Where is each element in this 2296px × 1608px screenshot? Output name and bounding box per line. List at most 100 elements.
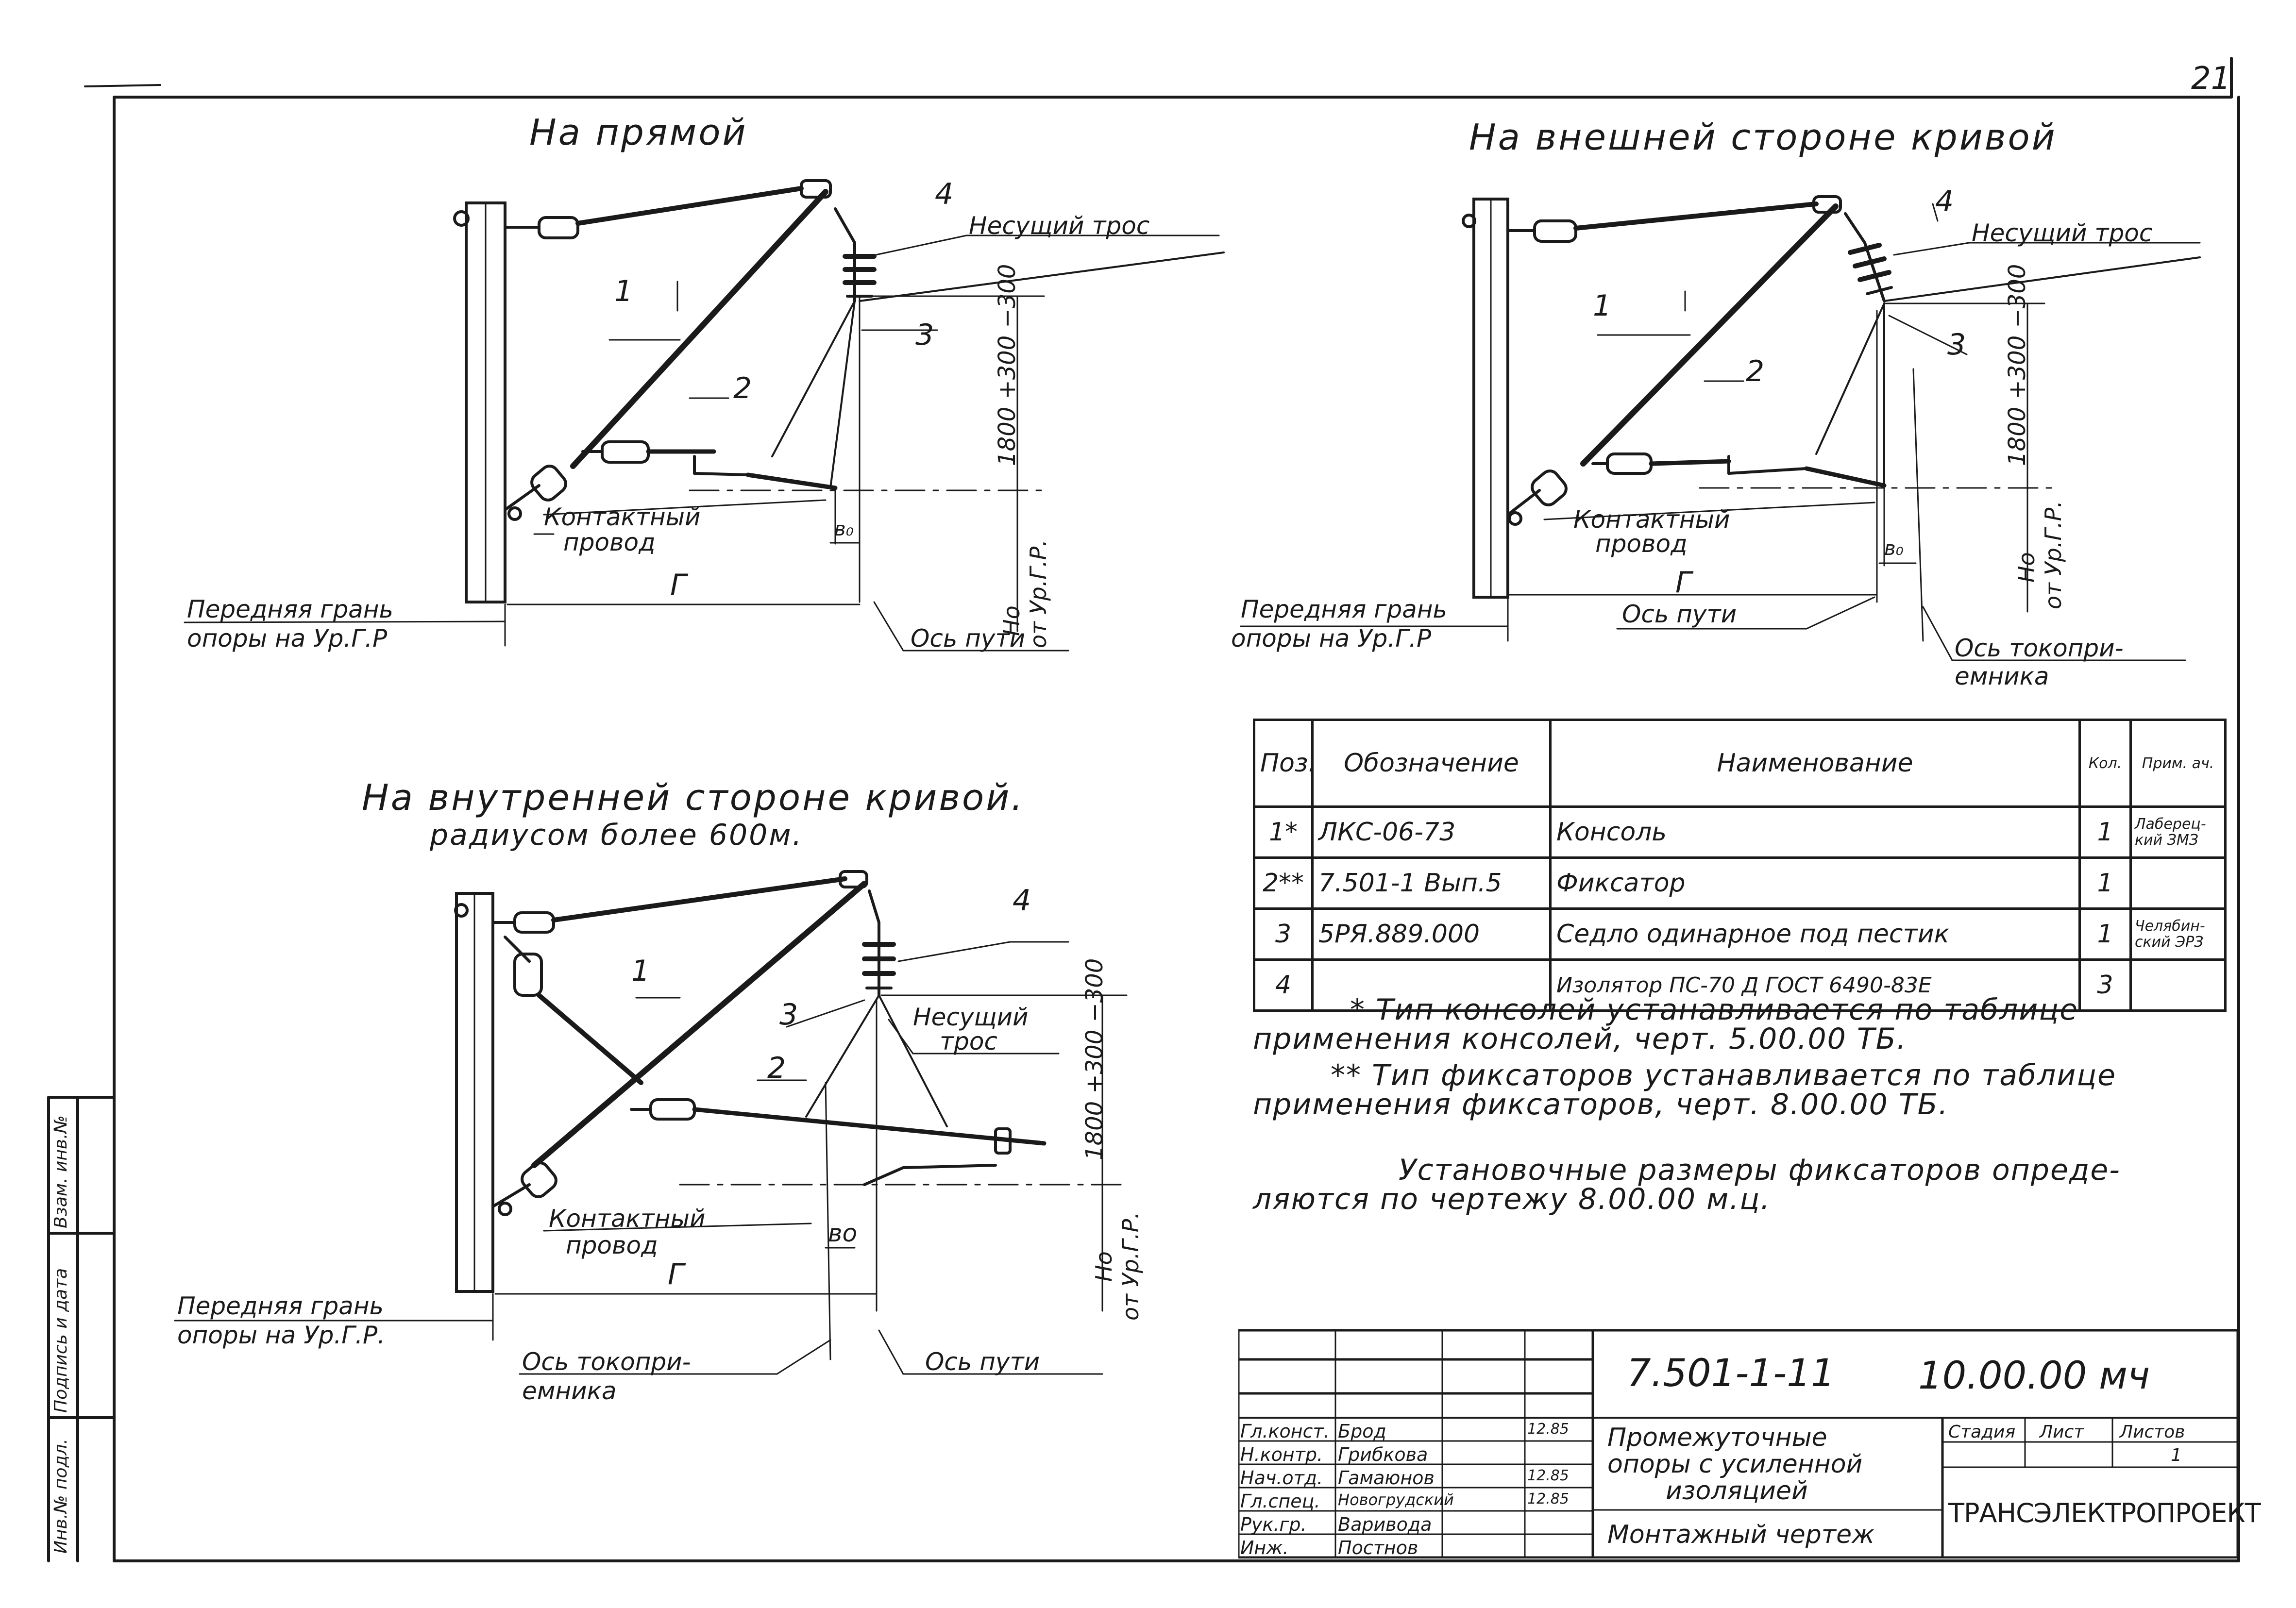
view-outer-curve-title: На внешней стороне кривой	[1469, 117, 2057, 158]
dimension-g: Г	[1675, 566, 1692, 600]
signature-name: Варивода	[1338, 1514, 1432, 1535]
note-installation-dimensions: Установочные размеры фиксаторов опреде- …	[1253, 1156, 2224, 1214]
signature-date: 12.85	[1527, 1491, 1569, 1508]
sheets-count: 1	[2171, 1445, 2182, 1465]
stamp-signature-date: Подпись и дата	[51, 1268, 71, 1413]
track-axis-label: Ось пути	[911, 624, 1026, 653]
note-installation-line-1: Установочные размеры фиксаторов опреде-	[1399, 1153, 2121, 1187]
collector-axis-label: Ось токопри-	[1955, 634, 2124, 662]
contact-wire-label: Контактный	[544, 503, 701, 531]
spec-cell-pos: 4	[1253, 958, 1314, 1012]
spec-header-qty: Кол.	[2078, 719, 2132, 808]
pole-front-face-label: Передняя грань	[1241, 595, 1447, 623]
spec-header-note: Прим. ач.	[2129, 719, 2227, 808]
note-consoles-line-2: применения консолей, черт. 5.00.00 ТБ.	[1253, 1022, 1907, 1056]
collector-axis-label: Ось токопри-	[522, 1348, 691, 1376]
spec-cell-qty: 1	[2078, 907, 2132, 961]
spec-cell-name: Изолятор ПС-70 Д ГОСТ 6490-83Е	[1549, 958, 2081, 1012]
collector-axis-label-2: емника	[1955, 662, 2049, 690]
document-code: 7.501-1-11	[1627, 1352, 1835, 1395]
signature-role: Н.контр.	[1240, 1444, 1323, 1465]
contact-wire-label: Контактный	[1573, 505, 1730, 534]
note-consoles: * Тип консолей устанавливается по таблиц…	[1253, 995, 2224, 1054]
dimension-g: Г	[670, 568, 687, 602]
carrier-rope-label: Несущий трос	[969, 212, 1150, 240]
signature-role: Гл.спец.	[1240, 1491, 1320, 1512]
spec-cell-name: Седло одинарное под пестик	[1549, 907, 2081, 961]
position-label-1: 1	[631, 954, 650, 988]
position-label-2: 2	[767, 1051, 786, 1085]
spec-cell-note: Лаберец-кий ЗМЗ	[2129, 805, 2227, 859]
position-label-4: 4	[935, 177, 954, 211]
dimension-height: 1800 +300 −300	[994, 264, 1021, 466]
position-label-1: 1	[1593, 289, 1612, 323]
dimension-ho-ref: от Ур.Г.Р.	[1117, 1211, 1144, 1321]
signature-row: Н.контр. Грибкова	[1238, 1441, 1578, 1465]
spec-cell-code	[1311, 958, 1552, 1012]
carrier-rope-label: Несущий трос	[1972, 219, 2153, 247]
contact-wire-label-2: провод	[566, 1231, 658, 1259]
signature-row: Гл.конст. Брод 12.85	[1238, 1418, 1578, 1442]
dimension-height: 1800 +300 −300	[2004, 264, 2031, 466]
pole-front-face-label: Передняя грань	[177, 1292, 384, 1320]
spec-cell-pos: 1*	[1253, 805, 1314, 859]
contact-wire-label-2: провод	[1595, 530, 1688, 558]
table-row: 1* ЛКС-06-73 Консоль 1 Лаберец-кий ЗМЗ	[1253, 805, 2227, 859]
note-fixators: ** Тип фиксаторов устанавливается по таб…	[1253, 1061, 2224, 1119]
signature-role: Гл.конст.	[1240, 1421, 1330, 1442]
signature-role: Рук.гр.	[1240, 1514, 1307, 1535]
spec-cell-pos: 2**	[1253, 856, 1314, 910]
dimension-b0: в₀	[834, 518, 854, 540]
contact-wire-label-2: провод	[563, 528, 656, 556]
spec-cell-pos: 3	[1253, 907, 1314, 961]
dimension-g: Г	[668, 1257, 684, 1291]
signature-name: Новогрудский	[1338, 1491, 1454, 1509]
dimension-b0: в₀	[1884, 537, 1904, 560]
drawing-type: Монтажный чертеж	[1607, 1520, 1874, 1549]
collector-axis-label-2: емника	[522, 1377, 617, 1405]
drawing-description-line-2: опоры с усиленной	[1607, 1450, 1863, 1479]
dimension-ho-ref: от Ур.Г.Р.	[2040, 500, 2066, 609]
spec-cell-name: Фиксатор	[1549, 856, 2081, 910]
position-label-4: 4	[1935, 184, 1954, 218]
spec-cell-code: 5РЯ.889.000	[1311, 907, 1552, 961]
signature-role: Нач.отд.	[1240, 1467, 1323, 1489]
signature-row: Нач.отд. Гамаюнов 12.85	[1238, 1464, 1578, 1489]
spec-cell-note	[2129, 958, 2227, 1012]
drawing-description-line-3: изоляцией	[1666, 1476, 1808, 1506]
dimension-b0: во	[828, 1219, 858, 1247]
view-inner-curve-title: На внутренней стороне кривой.	[362, 777, 1025, 819]
spec-cell-code: 7.501-1 Вып.5	[1311, 856, 1552, 910]
table-row: 2** 7.501-1 Вып.5 Фиксатор 1	[1253, 856, 2227, 910]
title-block: 7.501-1-11 10.00.00 мч Промежуточные опо…	[1238, 1330, 2261, 1558]
position-label-4: 4	[1013, 884, 1031, 918]
position-label-3: 3	[779, 998, 798, 1032]
table-row: 3 5РЯ.889.000 Седло одинарное под пестик…	[1253, 907, 2227, 961]
stamp-inventory-original: Инв.№ подл.	[51, 1439, 71, 1554]
spec-header-pos: Поз.	[1253, 719, 1314, 808]
note-fixators-line-1: ** Тип фиксаторов устанавливается по таб…	[1331, 1058, 2117, 1092]
specification-table: Поз. Обозначение Наименование Кол. Прим.…	[1253, 719, 2227, 1012]
position-label-2: 2	[1746, 354, 1765, 388]
position-label-3: 3	[1947, 328, 1966, 362]
note-consoles-line-1: * Тип консолей устанавливается по таблиц…	[1350, 993, 2079, 1027]
carrier-rope-label-2: трос	[940, 1027, 997, 1055]
sheet-label: Лист	[2040, 1422, 2084, 1442]
signature-row: Рук.гр. Варивода	[1238, 1511, 1578, 1535]
track-axis-label: Ось пути	[1622, 600, 1737, 628]
note-installation-line-2: ляются по чертежу 8.00.00 м.ц.	[1253, 1182, 1771, 1216]
page-number: 21	[2191, 61, 2231, 97]
dimension-ho: Hо	[1091, 1251, 1117, 1282]
signature-row: Инж. Постнов	[1238, 1534, 1578, 1558]
position-label-1: 1	[614, 274, 633, 308]
dimension-ho: Hо	[2013, 552, 2040, 583]
spec-cell-note	[2129, 856, 2227, 910]
pole-front-face-label-2: опоры на Ур.Г.Р	[187, 624, 388, 653]
spec-header-code: Обозначение	[1311, 719, 1552, 808]
spec-cell-qty: 1	[2078, 805, 2132, 859]
sheet-code: 10.00.00 мч	[1918, 1354, 2150, 1398]
spec-cell-qty: 1	[2078, 856, 2132, 910]
pole-front-face-label-2: опоры на Ур.Г.Р.	[177, 1321, 386, 1349]
spec-cell-qty: 3	[2078, 958, 2132, 1012]
table-row: 4 Изолятор ПС-70 Д ГОСТ 6490-83Е 3	[1253, 958, 2227, 1012]
